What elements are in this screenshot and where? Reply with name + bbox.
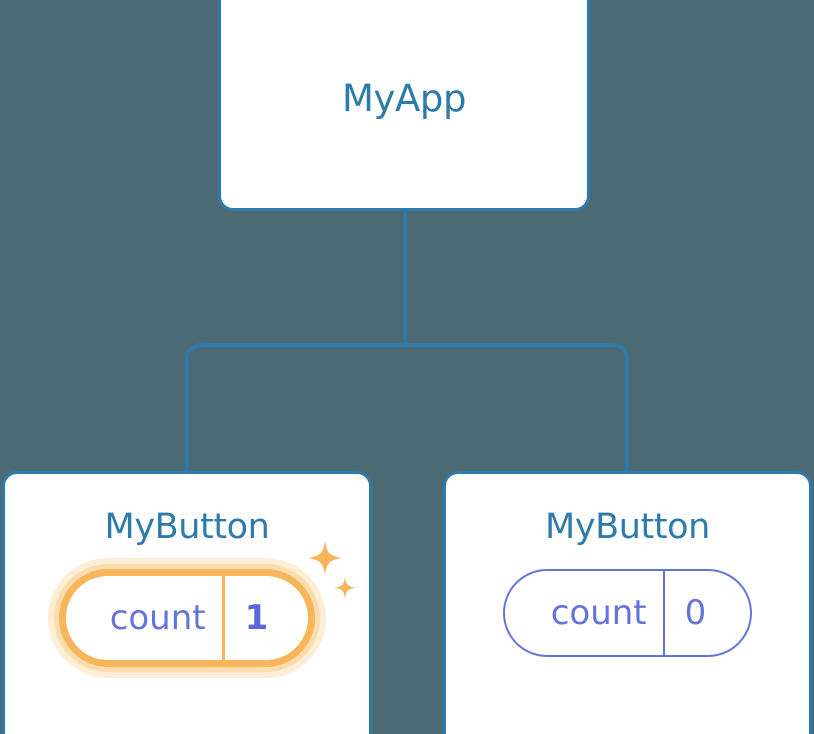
connector-branch-right: [405, 343, 629, 471]
state-pill[interactable]: count 0: [502, 569, 753, 657]
state-value: 0: [662, 571, 751, 655]
state-pill-wrapper: count 0: [502, 569, 753, 657]
node-title: MyApp: [341, 77, 467, 120]
node-mybutton-1[interactable]: MyButton count 0: [443, 471, 812, 734]
state-pill-highlighted[interactable]: count 1: [58, 569, 316, 667]
node-title: MyButton: [545, 507, 710, 547]
connector-branch-left: [185, 343, 405, 471]
state-pill-wrapper: count 1: [58, 541, 357, 667]
state-key: count: [550, 593, 647, 633]
state-key: count: [109, 598, 206, 638]
state-value: 1: [221, 576, 309, 660]
node-title: MyButton: [104, 507, 270, 547]
sparkles-icon: [308, 541, 357, 599]
node-myapp[interactable]: MyApp: [218, 0, 590, 211]
node-mybutton-0[interactable]: MyButton count 1: [2, 471, 372, 734]
